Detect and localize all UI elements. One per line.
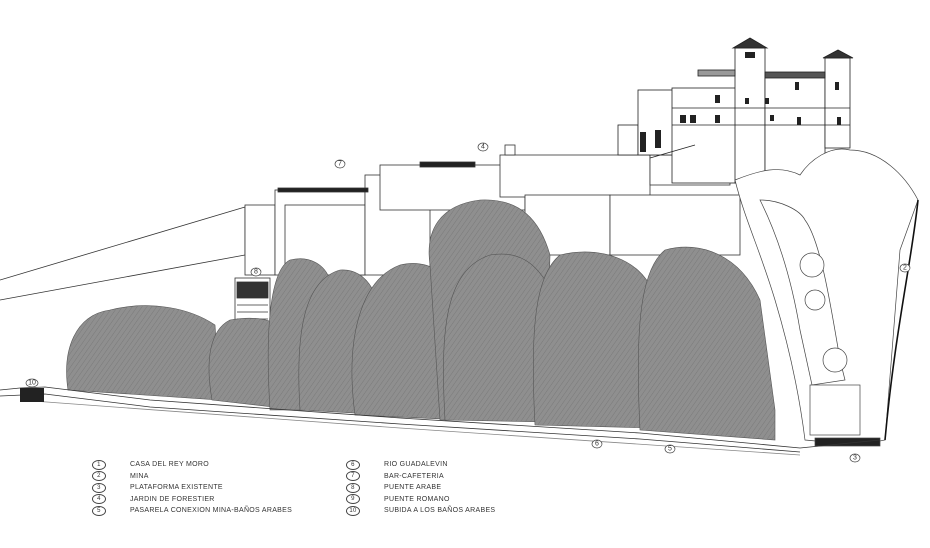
- legend-text: MINA: [130, 472, 149, 480]
- mina-cliff: [734, 148, 919, 447]
- legend-item: 4 JARDIN DE FORESTIER: [92, 494, 292, 506]
- legend-text: PUENTE ROMANO: [384, 495, 450, 503]
- legend-item: 7 BAR-CAFETERIA: [346, 471, 495, 483]
- legend-text: PLATAFORMA EXISTENTE: [130, 484, 223, 492]
- legend-number: 3: [92, 482, 106, 493]
- label-4: 4: [481, 144, 485, 151]
- label-8: 8: [254, 269, 258, 276]
- legend-item: 2 MINA: [92, 471, 292, 483]
- legend-number: 2: [92, 471, 106, 482]
- legend-number: 7: [346, 471, 360, 482]
- label-10: 10: [28, 380, 36, 387]
- legend-item: 8 PUENTE ARABE: [346, 482, 495, 494]
- legend-right: 6 RIO GUADALEVIN 7 BAR-CAFETERIA 8 PUENTE A…: [346, 459, 495, 517]
- terrain-lines: [0, 206, 246, 301]
- legend-number: 9: [346, 494, 360, 505]
- legend-text: PASARELA CONEXION MINA-BAÑOS ARABES: [130, 507, 293, 515]
- legend-text: RIO GUADALEVIN: [384, 461, 448, 469]
- legend-number: 10: [346, 505, 360, 516]
- label-6: 6: [595, 441, 599, 448]
- legend-text: SUBIDA A LOS BAÑOS ARABES: [384, 507, 496, 515]
- legend-number: 1: [92, 459, 106, 470]
- legend-item: 6 RIO GUADALEVIN: [346, 459, 495, 471]
- rock-masses: [66, 199, 776, 441]
- legend-item: 3 PLATAFORMA EXISTENTE: [92, 482, 292, 494]
- legend-number: 8: [346, 482, 360, 493]
- legend-text: CASA DEL REY MORO: [130, 461, 210, 469]
- legend-number: 6: [346, 459, 360, 470]
- legend-item: 9 PUENTE ROMANO: [346, 494, 495, 506]
- legend-item: 10 SUBIDA A LOS BAÑOS ARABES: [346, 505, 495, 517]
- legend-item: 5 PASARELA CONEXION MINA-BAÑOS ARABES: [92, 505, 292, 517]
- legend-item: 1 CASA DEL REY MORO: [92, 459, 292, 471]
- label-3: 3: [853, 455, 857, 462]
- legend-text: BAR-CAFETERIA: [384, 472, 444, 480]
- label-2: 2: [903, 265, 907, 272]
- legend-text: PUENTE ARABE: [384, 484, 442, 492]
- legend-number: 5: [92, 505, 106, 516]
- legend-text: JARDIN DE FORESTIER: [130, 495, 215, 503]
- label-7: 7: [338, 161, 342, 168]
- drawing-labels: 7 4 2 8 10 6 5 3: [25, 142, 911, 463]
- casa-del-rey-moro: [617, 37, 854, 186]
- legend-number: 4: [92, 494, 106, 505]
- label-5: 5: [668, 446, 672, 453]
- legend-left: 1 CASA DEL REY MORO 2 MINA 3 PLATAFORMA EXI…: [92, 459, 292, 517]
